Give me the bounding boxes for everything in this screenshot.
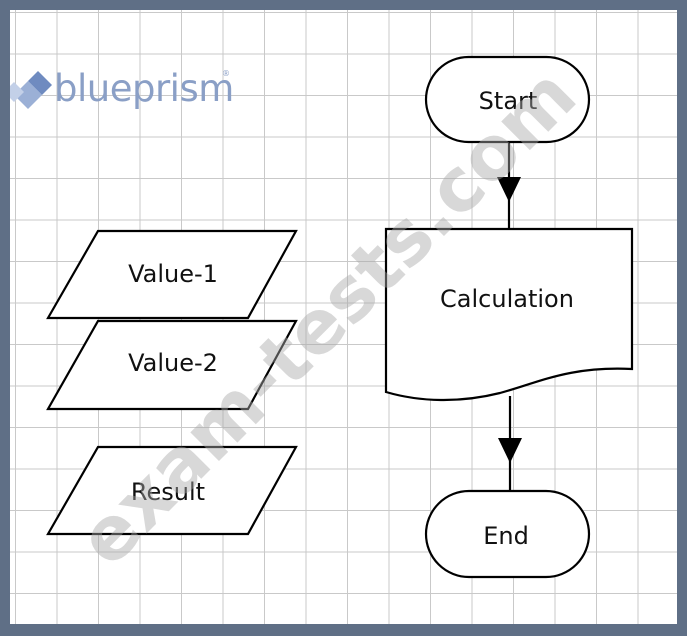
blueprism-logo-registered: ®	[222, 69, 230, 78]
connector-calculation-to-end	[498, 396, 522, 491]
data-item-result: Result	[46, 445, 298, 536]
arrow-down-icon	[498, 438, 522, 463]
arrow-down-icon	[497, 177, 521, 202]
end-terminator: End	[424, 489, 591, 579]
calculation-process: Calculation	[384, 227, 634, 402]
data-item-value-1-shape	[46, 229, 298, 320]
data-item-result-shape	[46, 445, 298, 536]
flowchart-svg: blueprism ® Value-1 Value-2 Result Start	[10, 52, 634, 583]
data-item-value-2-shape	[46, 319, 298, 411]
start-terminator: Start	[424, 55, 591, 144]
calculation-process-label: Calculation	[440, 285, 574, 313]
calculation-process-shape	[384, 227, 634, 402]
blueprism-logo-text: blueprism	[54, 67, 234, 110]
blueprism-logo: blueprism ®	[10, 67, 234, 110]
data-item-value-1-label: Value-1	[128, 260, 218, 288]
data-item-value-2: Value-2	[46, 319, 298, 411]
blueprism-logo-mark	[10, 71, 52, 109]
end-terminator-shape	[424, 489, 591, 579]
start-terminator-shape	[424, 55, 591, 144]
data-item-result-label: Result	[131, 478, 205, 506]
end-terminator-label: End	[483, 522, 529, 550]
connector-start-to-calculation	[497, 142, 521, 229]
data-item-value-2-label: Value-2	[128, 349, 218, 377]
diagram-canvas: blueprism ® Value-1 Value-2 Result Start	[10, 10, 677, 624]
data-item-value-1: Value-1	[46, 229, 298, 320]
start-terminator-label: Start	[479, 87, 538, 115]
